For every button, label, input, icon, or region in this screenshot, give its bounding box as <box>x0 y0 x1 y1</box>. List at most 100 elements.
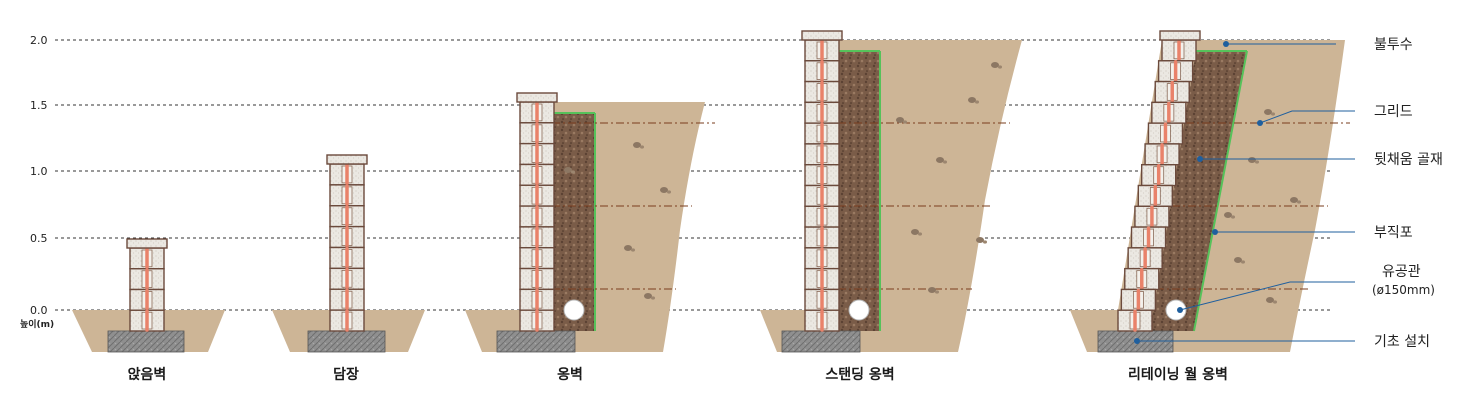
stone <box>896 117 907 124</box>
block <box>129 268 165 291</box>
block <box>1127 247 1163 270</box>
block <box>1151 101 1187 124</box>
stone <box>624 245 635 252</box>
callout-foundation: 기초 설치 <box>1134 334 1430 350</box>
axis-unit-label: 높이(m) <box>20 318 54 330</box>
block <box>1124 267 1160 291</box>
block-stack <box>129 247 165 332</box>
block <box>329 163 365 186</box>
block <box>519 309 555 332</box>
stone <box>936 157 947 164</box>
stone <box>1224 212 1235 219</box>
block <box>519 142 555 166</box>
gravel-backfill <box>554 113 595 331</box>
callout-label: 기초 설치 <box>1374 334 1430 350</box>
perforated-pipe <box>563 299 585 321</box>
callout-geotextile: 부직포 <box>1212 225 1413 241</box>
wall-fence: 담장 <box>272 154 425 383</box>
callout-grid: 그리드 <box>1257 104 1413 126</box>
block <box>804 163 840 187</box>
block <box>1130 226 1167 249</box>
block <box>804 101 840 124</box>
block-stack <box>1117 39 1197 332</box>
block <box>519 122 555 145</box>
foundation <box>107 330 185 353</box>
callout-backfill: 뒷채움 골재 <box>1197 152 1443 168</box>
block <box>329 309 365 332</box>
tick-label-1-5: 1.5 <box>30 99 48 112</box>
block <box>519 163 555 187</box>
block <box>804 80 840 104</box>
callout-pipe: 유공관 (ø150mm) <box>1177 264 1435 313</box>
stone <box>1264 109 1275 116</box>
block <box>804 226 840 249</box>
perforated-pipe <box>848 299 870 321</box>
block <box>329 184 365 207</box>
block <box>1140 163 1177 187</box>
block <box>804 247 840 270</box>
foundation <box>781 330 861 353</box>
block <box>519 184 555 207</box>
block <box>519 288 555 311</box>
block <box>1147 122 1184 145</box>
wall-name: 담장 <box>333 366 359 383</box>
wall-name: 앉음벽 <box>128 366 167 383</box>
callout-label: 부직포 <box>1374 225 1413 241</box>
wall-retaining-wall: 리테이닝 월 옹벽 <box>1070 30 1350 383</box>
soil-backfill <box>760 40 1022 352</box>
block <box>329 267 365 290</box>
callout-label: 뒷채움 골재 <box>1374 152 1443 168</box>
wall-retaining: 옹벽 <box>465 92 715 383</box>
block <box>804 288 840 311</box>
block <box>1154 80 1190 104</box>
callout-sublabel: (ø150mm) <box>1372 283 1435 297</box>
block <box>329 205 365 228</box>
stone <box>991 62 1002 69</box>
block <box>804 205 840 228</box>
height-axis: 2.0 1.5 1.0 0.5 0.0 높이(m) <box>20 34 1330 330</box>
wall-sitting: 앉음벽 <box>72 238 225 383</box>
cap-block <box>801 30 843 41</box>
callout-label: 불투수 <box>1374 37 1413 53</box>
block <box>1157 60 1194 83</box>
block <box>804 184 840 208</box>
block <box>519 267 555 291</box>
block <box>1120 288 1157 311</box>
soil-stones <box>1224 109 1301 304</box>
cap-block <box>126 238 168 249</box>
block <box>329 246 365 270</box>
block <box>329 225 365 249</box>
block <box>1137 184 1174 208</box>
tick-label-2-0: 2.0 <box>30 34 48 47</box>
stone <box>644 293 655 300</box>
block <box>804 122 840 145</box>
block <box>519 246 555 270</box>
block <box>804 309 840 332</box>
block <box>804 267 840 291</box>
foundation <box>307 330 386 353</box>
block <box>1161 39 1197 62</box>
wall-name: 옹벽 <box>557 366 583 383</box>
stone <box>1266 297 1277 304</box>
tick-label-1-0: 1.0 <box>30 165 48 178</box>
stone <box>911 229 922 236</box>
block <box>1144 143 1180 166</box>
wall-standing: 스탠딩 옹벽 <box>760 30 1022 383</box>
block <box>519 226 555 249</box>
perforated-pipe <box>1165 299 1187 321</box>
block <box>1134 205 1170 228</box>
soil-stones <box>564 142 671 300</box>
stone <box>976 237 987 244</box>
tick-label-0-5: 0.5 <box>30 232 48 245</box>
stone <box>1290 197 1301 204</box>
block <box>129 247 165 270</box>
gravel-backfill <box>839 51 880 331</box>
stone <box>660 187 671 194</box>
block <box>129 309 165 332</box>
block <box>804 143 840 166</box>
wall-name: 리테이닝 월 옹벽 <box>1128 366 1228 383</box>
stone <box>564 167 575 174</box>
cap-block <box>516 92 558 103</box>
block <box>804 39 840 62</box>
